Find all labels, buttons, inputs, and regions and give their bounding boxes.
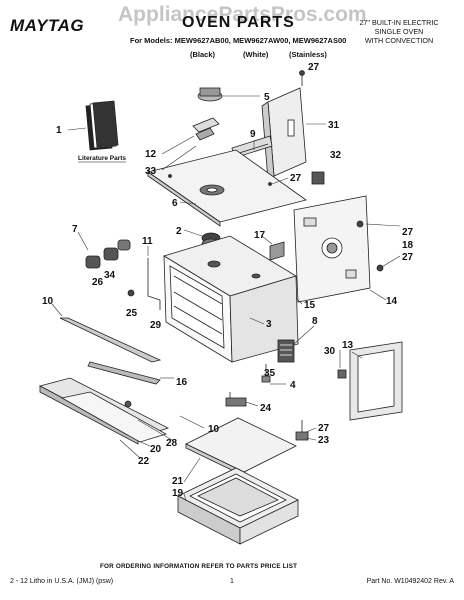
description-line-3: WITH CONVECTION [364, 36, 434, 45]
callout-15: 15 [304, 300, 316, 311]
callout-24: 24 [260, 403, 272, 414]
callout-12: 12 [145, 149, 157, 160]
callout-10-lower: 10 [208, 424, 220, 435]
outer-door [177, 467, 299, 545]
literature-booklet [85, 100, 119, 151]
callout-16: 16 [176, 377, 188, 388]
callout-28: 28 [166, 438, 178, 449]
finish-black: (Black) [190, 50, 216, 59]
callout-27-mid: 27 [290, 173, 302, 184]
callout-34: 34 [104, 270, 116, 281]
callout-31: 31 [328, 120, 340, 131]
switch-32 [311, 171, 325, 185]
callout-35: 35 [264, 368, 276, 379]
callout-27-right-a: 27 [402, 227, 414, 238]
footer-part-number: Part No. W10492402 Rev. A [366, 578, 454, 585]
control-panel-box [261, 87, 307, 181]
callout-27-lower: 27 [318, 423, 330, 434]
callout-27-right-b: 27 [402, 252, 414, 263]
callout-19: 19 [172, 488, 184, 499]
callout-9: 9 [250, 129, 256, 140]
description-line-2: SINGLE OVEN [374, 27, 424, 36]
page-title: OVEN PARTS [182, 14, 295, 31]
bracket-17 [269, 241, 285, 261]
bracket-12 [192, 117, 220, 141]
trim-16 [87, 361, 161, 385]
callout-22: 22 [138, 456, 150, 467]
footer-litho: 2 - 12 Litho in U.S.A. (JMJ) (psw) [10, 578, 114, 585]
finish-stainless: (Stainless) [289, 50, 327, 59]
callout-7: 7 [72, 224, 78, 235]
literature-label: Literature Parts [78, 155, 126, 162]
trim-strip-10 [59, 317, 162, 363]
callout-27-top: 27 [308, 62, 320, 73]
callout-13: 13 [342, 340, 354, 351]
terminal-block [197, 87, 223, 102]
rear-panel [293, 195, 371, 303]
description-line-1: 27" BUILT-IN ELECTRIC [359, 18, 439, 27]
leader-lines [51, 95, 401, 501]
callout-32: 32 [330, 150, 342, 161]
callout-26: 26 [92, 277, 104, 288]
screw-28 [124, 400, 132, 408]
callout-21: 21 [172, 476, 184, 487]
screw-25 [127, 289, 135, 297]
product-description: 27" BUILT-IN ELECTRIC SINGLE OVEN WITH C… [344, 18, 454, 45]
callout-29: 29 [150, 320, 162, 331]
callout-1: 1 [56, 125, 62, 136]
callout-23: 23 [318, 435, 330, 446]
element-11 [147, 258, 161, 301]
door-inner-panel [185, 417, 297, 477]
callout-25: 25 [126, 308, 138, 319]
footer-page-number: 1 [230, 578, 234, 585]
callout-20: 20 [150, 444, 162, 455]
door-latch-24 [225, 392, 247, 407]
callout-5: 5 [264, 92, 270, 103]
screw-18 [356, 220, 364, 228]
ordering-note: FOR ORDERING INFORMATION REFER TO PARTS … [100, 563, 298, 570]
callout-4: 4 [290, 380, 296, 391]
callout-2: 2 [176, 226, 182, 237]
callout-30: 30 [324, 346, 336, 357]
brand-logo: MAYTAG [10, 16, 85, 35]
callout-8: 8 [312, 316, 318, 327]
hinge-bracket-23 [295, 420, 309, 441]
screw-top [299, 70, 305, 86]
callout-11: 11 [142, 236, 153, 247]
callout-10-upper: 10 [42, 296, 54, 307]
lower-vent [38, 377, 170, 445]
callout-18: 18 [402, 240, 414, 251]
models-line: For Models: MEW9627AB00, MEW9627AW00, ME… [130, 36, 347, 45]
watermark: AppliancePartsPros.com [118, 3, 367, 26]
sensor-knobs [85, 239, 131, 269]
callout-3: 3 [266, 319, 272, 330]
callout-14: 14 [386, 296, 398, 307]
side-panel-13 [349, 341, 403, 421]
finish-white: (White) [243, 50, 269, 59]
latch-30 [337, 369, 347, 379]
callout-6: 6 [172, 198, 178, 209]
top-panel [147, 149, 307, 227]
callout-17: 17 [254, 230, 266, 241]
control-box-8 [277, 339, 295, 363]
hinge-35 [261, 364, 271, 383]
callout-33: 33 [145, 166, 157, 177]
